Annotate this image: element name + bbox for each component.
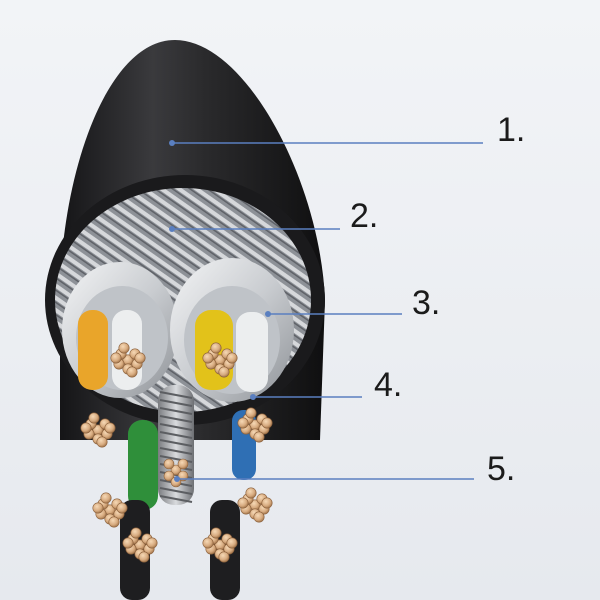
wire-orange: [78, 310, 108, 390]
copper-strand: [210, 527, 222, 539]
copper-strand: [210, 342, 222, 354]
copper-strand: [146, 537, 158, 549]
copper-strand: [218, 366, 230, 378]
copper-strand: [261, 417, 273, 429]
copper-strand: [261, 497, 273, 509]
twist-line: [159, 447, 193, 455]
copper-strand: [253, 511, 265, 523]
conductor-bundle: [122, 527, 158, 563]
conductor-bundle: [237, 487, 273, 523]
twist-line: [159, 495, 193, 503]
copper-strand: [253, 431, 265, 443]
copper-strand: [88, 412, 100, 424]
copper-strand: [226, 537, 238, 549]
twist-line: [159, 439, 193, 447]
conductor-bundle: [202, 342, 238, 378]
copper-strand: [118, 342, 130, 354]
twist-line: [159, 487, 193, 495]
wire-white-right: [236, 312, 268, 392]
copper-strand: [237, 497, 249, 509]
conductor-bundle: [80, 412, 116, 448]
copper-strand: [80, 422, 92, 434]
twist-line: [159, 423, 193, 431]
callout-label-3: 3.: [412, 284, 441, 322]
copper-strand: [96, 436, 108, 448]
copper-strand: [138, 551, 150, 563]
copper-strand: [130, 527, 142, 539]
callout-label-2: 2.: [350, 197, 379, 235]
callout-label-5: 5.: [487, 450, 516, 488]
leader-lines: [172, 142, 483, 480]
copper-strand: [92, 502, 104, 514]
copper-strand: [202, 352, 214, 364]
copper-strand: [122, 537, 134, 549]
copper-strand: [245, 407, 257, 419]
twist-line: [159, 391, 193, 399]
copper-strand: [108, 516, 120, 528]
leader-dots: [169, 140, 271, 482]
copper-strand: [126, 366, 138, 378]
leader-dot-4: [250, 394, 256, 400]
conductor-bundles: [80, 342, 273, 563]
copper-strand: [177, 458, 189, 470]
twist-line: [159, 431, 193, 439]
leader-dot-1: [169, 140, 175, 146]
conductor-bundle: [237, 407, 273, 443]
twist-line: [159, 399, 193, 407]
leader-dot-3: [265, 311, 271, 317]
wire-green: [128, 420, 158, 510]
twist-line: [159, 415, 193, 423]
callout-label-1: 1.: [497, 111, 526, 149]
leader-dot-2: [169, 226, 175, 232]
copper-strand: [163, 458, 175, 470]
copper-strand: [100, 492, 112, 504]
copper-strand: [116, 502, 128, 514]
copper-strand: [218, 551, 230, 563]
conductor-bundle: [92, 492, 128, 528]
copper-strand: [226, 352, 238, 364]
leader-dot-5: [174, 476, 180, 482]
copper-strand: [134, 352, 146, 364]
copper-strand: [245, 487, 257, 499]
copper-strand: [202, 537, 214, 549]
copper-strand: [237, 417, 249, 429]
copper-strand: [104, 422, 116, 434]
twist-line: [159, 407, 193, 415]
conductor-bundle: [202, 527, 238, 563]
callout-label-4: 4.: [374, 366, 403, 404]
copper-strand: [110, 352, 122, 364]
copper-strand: [170, 464, 182, 476]
copper-strand: [163, 470, 175, 482]
conductor-bundle: [110, 342, 146, 378]
